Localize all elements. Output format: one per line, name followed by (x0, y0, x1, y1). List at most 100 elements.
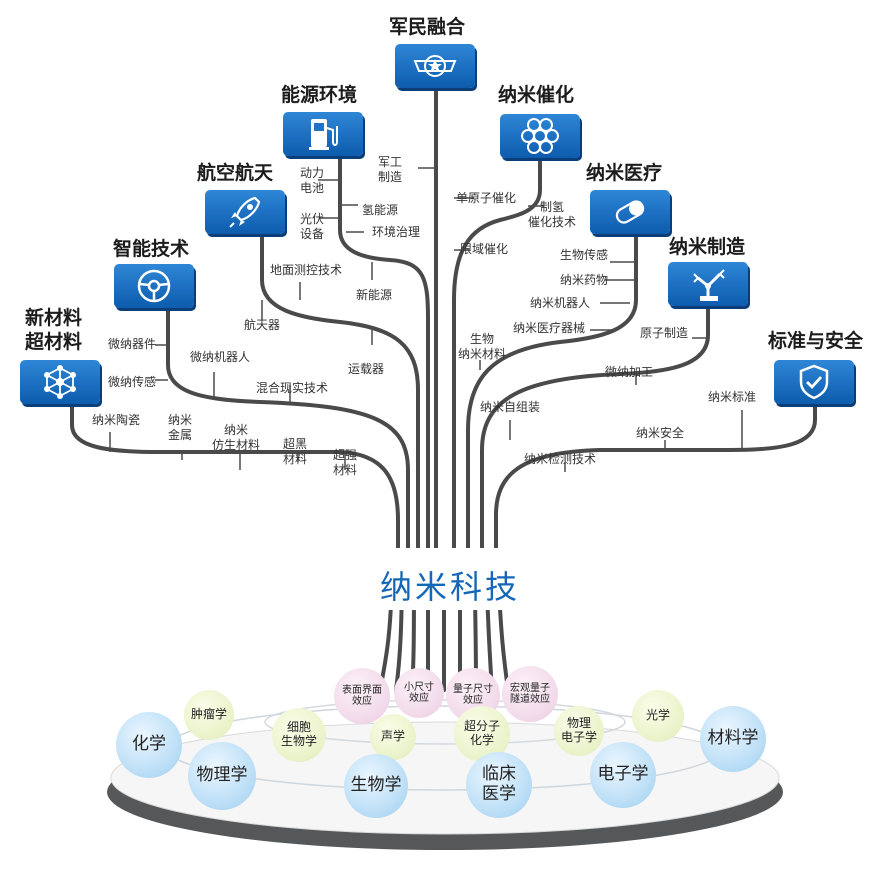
label-micro-sense: 微纳传感 (108, 375, 157, 389)
category-title-aerospace: 航空航天 (197, 162, 274, 184)
label-micro-robot: 微纳机器人 (190, 350, 251, 364)
label-h2-cat: 制氢 催化技术 (528, 200, 576, 230)
discipline-big-5: 电子学 (590, 742, 656, 808)
rocket-icon (229, 196, 261, 228)
discipline-small-1: 肿瘤学 (184, 690, 234, 740)
category-box-medical[interactable] (590, 190, 670, 234)
category-title-standards: 标准与安全 (768, 330, 864, 352)
bubble-text: 宏观量子 隧道效应 (510, 682, 550, 706)
steering-wheel-icon (137, 269, 171, 303)
label-nano-detect: 纳米检测技术 (524, 452, 597, 466)
label-text: 生物 纳米材料 (458, 332, 507, 361)
label-nano-standard: 纳米标准 (708, 390, 757, 404)
effect-bubble-1: 表面界面 效应 (334, 668, 390, 724)
fuel-pump-icon (309, 119, 338, 150)
shield-check-icon (799, 364, 829, 400)
label-text: 动力 电池 (300, 166, 325, 195)
label-spacecraft: 航天器 (244, 318, 281, 332)
category-title-medical: 纳米医疗 (586, 162, 663, 184)
label-text: 军工 制造 (378, 155, 403, 184)
label-nanodrug: 纳米药物 (560, 273, 609, 287)
platform-orbit-inner (264, 699, 626, 745)
discipline-big-1: 化学 (116, 712, 182, 778)
label-text: 超强 材料 (333, 448, 358, 477)
discipline-small-6: 光学 (632, 690, 684, 742)
label-text: 光伏 设备 (300, 212, 325, 241)
bubble-text: 物理学 (196, 765, 248, 786)
bubble-text: 超分子 化学 (463, 719, 500, 747)
label-env: 环境治理 (372, 225, 421, 239)
label-text: 纳米 仿生材料 (212, 423, 261, 452)
label-bionic: 纳米 仿生材料 (212, 423, 260, 453)
discipline-small-2: 细胞 生物学 (272, 708, 326, 762)
category-title-catalysis: 纳米催化 (498, 84, 575, 106)
robot-arm-icon (693, 269, 725, 301)
label-ceramic: 纳米陶瓷 (92, 413, 141, 427)
category-title-materials-line2: 超材料 (25, 331, 83, 353)
label-single-atom: 单原子催化 (456, 191, 517, 205)
discipline-small-5: 物理 电子学 (554, 706, 604, 756)
bubble-text: 细胞 生物学 (280, 720, 317, 748)
bubble-text: 声学 (380, 729, 405, 744)
label-pv: 光伏 设备 (300, 212, 324, 242)
category-box-aerospace[interactable] (205, 190, 285, 234)
label-superblack: 超黑 材料 (283, 437, 307, 467)
bubble-text: 小尺寸 效应 (404, 681, 434, 705)
label-ground: 地面测控技术 (270, 263, 343, 277)
label-confined: 限域催化 (460, 242, 509, 256)
category-title-military: 军民融合 (389, 16, 466, 38)
label-metal: 纳米 金属 (168, 413, 192, 443)
category-box-materials[interactable] (20, 360, 100, 404)
category-box-manufacturing[interactable] (668, 262, 748, 306)
category-box-catalysis[interactable] (500, 114, 580, 158)
label-biosensor: 生物传感 (560, 248, 609, 262)
discipline-big-4: 临床 医学 (466, 752, 532, 818)
bubble-text: 物理 电子学 (560, 716, 597, 744)
center-title: 纳米科技 (379, 568, 520, 606)
category-title-manufacturing: 纳米制造 (669, 236, 746, 258)
bubble-text: 量子尺寸 效应 (453, 683, 493, 707)
effect-bubble-2: 小尺寸 效应 (394, 668, 444, 718)
category-title-smart: 智能技术 (113, 238, 190, 260)
label-micro-device: 微纳器件 (108, 337, 157, 351)
discipline-big-2: 物理学 (188, 742, 256, 810)
label-battery: 动力 电池 (300, 166, 324, 196)
label-hydrogen: 氢能源 (362, 203, 399, 217)
bubble-text: 材料学 (707, 728, 759, 749)
label-atomic-mfg: 原子制造 (640, 326, 689, 340)
hexagon-lattice-icon (521, 118, 559, 154)
label-bio-nano: 生物 纳米材料 (458, 332, 506, 362)
category-box-standards[interactable] (774, 360, 854, 404)
bubble-text: 光学 (645, 708, 670, 723)
label-text: 制氢 催化技术 (528, 200, 577, 229)
label-military-mfg: 军工 制造 (378, 155, 402, 185)
label-text: 纳米 金属 (168, 413, 193, 442)
category-title-energy: 能源环境 (281, 84, 358, 106)
bubble-text: 电子学 (597, 764, 649, 785)
bubble-text: 生物学 (350, 775, 402, 796)
category-box-energy[interactable] (283, 112, 363, 156)
label-micro-machining: 微纳加工 (605, 365, 654, 379)
category-box-military[interactable] (395, 44, 475, 88)
label-self-assembly: 纳米自组装 (480, 400, 541, 414)
shield-star-icon (413, 55, 457, 77)
category-box-smart[interactable] (114, 264, 194, 308)
bubble-text: 表面界面 效应 (342, 684, 382, 708)
label-nanorobot: 纳米机器人 (530, 296, 591, 310)
bubble-text: 化学 (132, 734, 166, 755)
label-mixed-reality: 混合现实技术 (256, 381, 329, 395)
label-nano-safety: 纳米安全 (636, 426, 685, 440)
discipline-small-4: 超分子 化学 (454, 706, 510, 762)
capsule-icon (615, 200, 645, 224)
label-newenergy: 新能源 (356, 288, 393, 302)
category-title-materials: 新材料 超材料 (25, 306, 82, 354)
bubble-text: 临床 医学 (482, 764, 516, 804)
discipline-big-3: 生物学 (344, 754, 408, 818)
bubble-text: 肿瘤学 (190, 707, 227, 722)
effect-bubble-4: 宏观量子 隧道效应 (502, 666, 558, 722)
center-band (350, 548, 546, 610)
molecule-icon (44, 365, 76, 399)
label-carrier: 运载器 (348, 362, 385, 376)
category-title-materials-line1: 新材料 (25, 307, 83, 329)
